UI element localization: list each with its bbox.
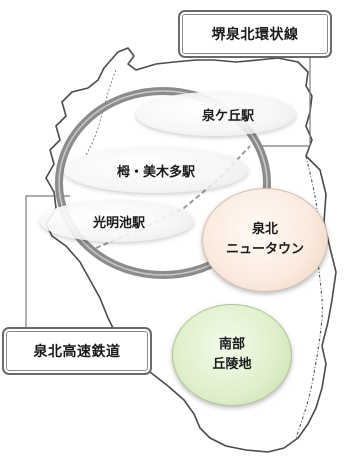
leader-line-railway <box>25 195 70 327</box>
callout-loop-line-label: 堺泉北環状線 <box>211 27 299 43</box>
railway-track <box>95 145 251 249</box>
river-line-west <box>73 69 117 175</box>
area-senboku-line2: ニュータウン <box>225 242 304 257</box>
station-toga-mikita-label: 栂・美木多駅 <box>116 164 195 180</box>
station-toga-mikita: 栂・美木多駅 <box>64 147 248 193</box>
callout-railway-label: 泉北高速鉄道 <box>33 344 121 360</box>
area-senboku-newtown: 泉北 ニュータウン <box>202 188 328 292</box>
area-nanbu-line2: 丘陵地 <box>212 357 252 372</box>
area-nanbu-hills: 南部 丘陵地 <box>172 304 292 406</box>
station-izumigaoka-label: 泉ケ丘駅 <box>201 108 254 124</box>
loop-road-ring-highlight <box>58 90 268 276</box>
leader-line-loop <box>258 58 311 147</box>
station-komyoike-label: 光明池駅 <box>92 215 145 231</box>
station-izumigaoka: 泉ケ丘駅 <box>136 92 296 136</box>
area-nanbu-line1: 南部 <box>218 336 245 352</box>
callout-loop-line: 堺泉北環状線 <box>178 10 332 58</box>
station-komyoike: 光明池駅 <box>40 200 194 242</box>
callout-railway: 泉北高速鉄道 <box>2 327 152 375</box>
area-senboku-line1: 泉北 <box>251 221 278 237</box>
